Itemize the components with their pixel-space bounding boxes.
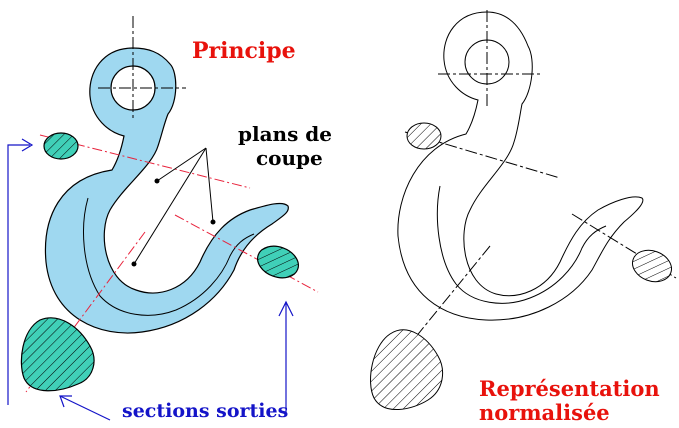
arrow-bottom-diagonal (59, 395, 111, 421)
leader-1 (156, 147, 207, 182)
section-right (257, 245, 299, 279)
leader-dot-3 (131, 261, 137, 267)
leader-dot-1 (154, 178, 160, 184)
arrow-right-vertical (278, 300, 294, 412)
cutting-planes-label-line2: coupe (256, 146, 323, 170)
cut-line-diagonal-normalized (409, 245, 491, 345)
section-top-normalized (406, 122, 442, 150)
leader-dot-2 (210, 219, 216, 225)
section-right-normalized (632, 249, 672, 283)
hook-body-colored (44, 47, 289, 334)
normalized-title-line2: normalisée (479, 400, 610, 425)
arrow-left-vertical (7, 138, 34, 405)
hook-inner-contour-normalized (436, 185, 607, 304)
leader-2 (205, 147, 214, 223)
leader-3 (133, 147, 207, 265)
section-bottom (20, 317, 95, 392)
sections-out-label: sections sorties (122, 400, 289, 422)
hook-body-outline (397, 11, 644, 321)
normalized-title-line1: Représentation (479, 376, 660, 401)
principle-view (7, 16, 319, 421)
normalized-view (370, 10, 677, 411)
section-top (43, 132, 79, 160)
cut-line-right (174, 214, 319, 293)
principle-title: Principe (192, 38, 296, 64)
cutting-planes-label-line1: plans de (238, 122, 333, 146)
section-bottom-normalized (370, 329, 444, 411)
hook-inner-contour (83, 197, 255, 316)
